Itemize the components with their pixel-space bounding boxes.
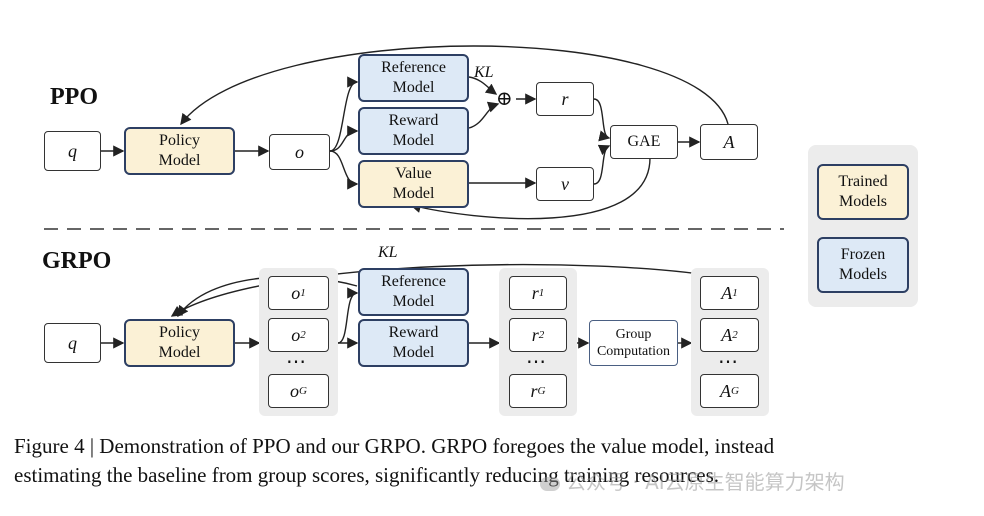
wechat-icon [540, 476, 560, 491]
ppo-output-node: o [269, 134, 330, 170]
arrow-grpo-o-reference [337, 287, 359, 344]
arrow-r-gae [593, 98, 611, 142]
legend-frozen-models: Frozen Models [817, 237, 909, 293]
grpo-query-node: q [44, 323, 101, 363]
grpo-title: GRPO [42, 248, 112, 274]
plus-circle-icon: ⊕ [496, 88, 513, 110]
figure-caption: Figure 4 | Demonstration of PPO and our … [14, 432, 774, 490]
caption-line-2: estimating the baseline from group score… [14, 463, 720, 487]
grpo-advantage-ellipsis: ⋯ [718, 351, 739, 373]
ppo-value-v-node: v [536, 167, 594, 201]
ppo-query-node: q [44, 131, 101, 171]
ppo-value-model: Value Model [358, 160, 469, 208]
caption-line-1: Figure 4 | Demonstration of PPO and our … [14, 434, 775, 458]
ppo-title: PPO [50, 84, 98, 110]
arrow-reference-plus [468, 76, 498, 95]
ppo-reward-model: Reward Model [358, 107, 469, 155]
grpo-output-ellipsis: ⋯ [286, 351, 307, 373]
grpo-policy-model: Policy Model [124, 319, 235, 367]
arrow-grpo-a-policy [170, 263, 726, 317]
arrow-v-gae [593, 144, 611, 185]
arrow-a-policy [180, 45, 729, 126]
ppo-policy-model: Policy Model [124, 127, 235, 175]
watermark: 公众号 · AI云原生智能算力架构 [540, 466, 845, 495]
arrow-gae-value [409, 157, 651, 220]
arrow-o-reward [329, 125, 359, 152]
ppo-reward-r-node: r [536, 82, 594, 116]
grpo-reward-ellipsis: ⋯ [526, 351, 547, 373]
ppo-gae-node: GAE [610, 125, 678, 159]
ppo-reference-model: Reference Model [358, 54, 469, 102]
grpo-reference-model: Reference Model [358, 268, 469, 316]
grpo-reward-model: Reward Model [358, 319, 469, 367]
ppo-kl-label: KL [474, 64, 494, 81]
grpo-group-computation: Group Computation [589, 320, 678, 366]
grpo-kl-label: KL [378, 244, 398, 261]
arrow-o-reference [329, 76, 359, 152]
ppo-advantage-node: A [700, 124, 758, 160]
arrow-o-value [329, 150, 359, 190]
arrow-reward-plus [468, 101, 500, 129]
legend-trained-models: Trained Models [817, 164, 909, 220]
